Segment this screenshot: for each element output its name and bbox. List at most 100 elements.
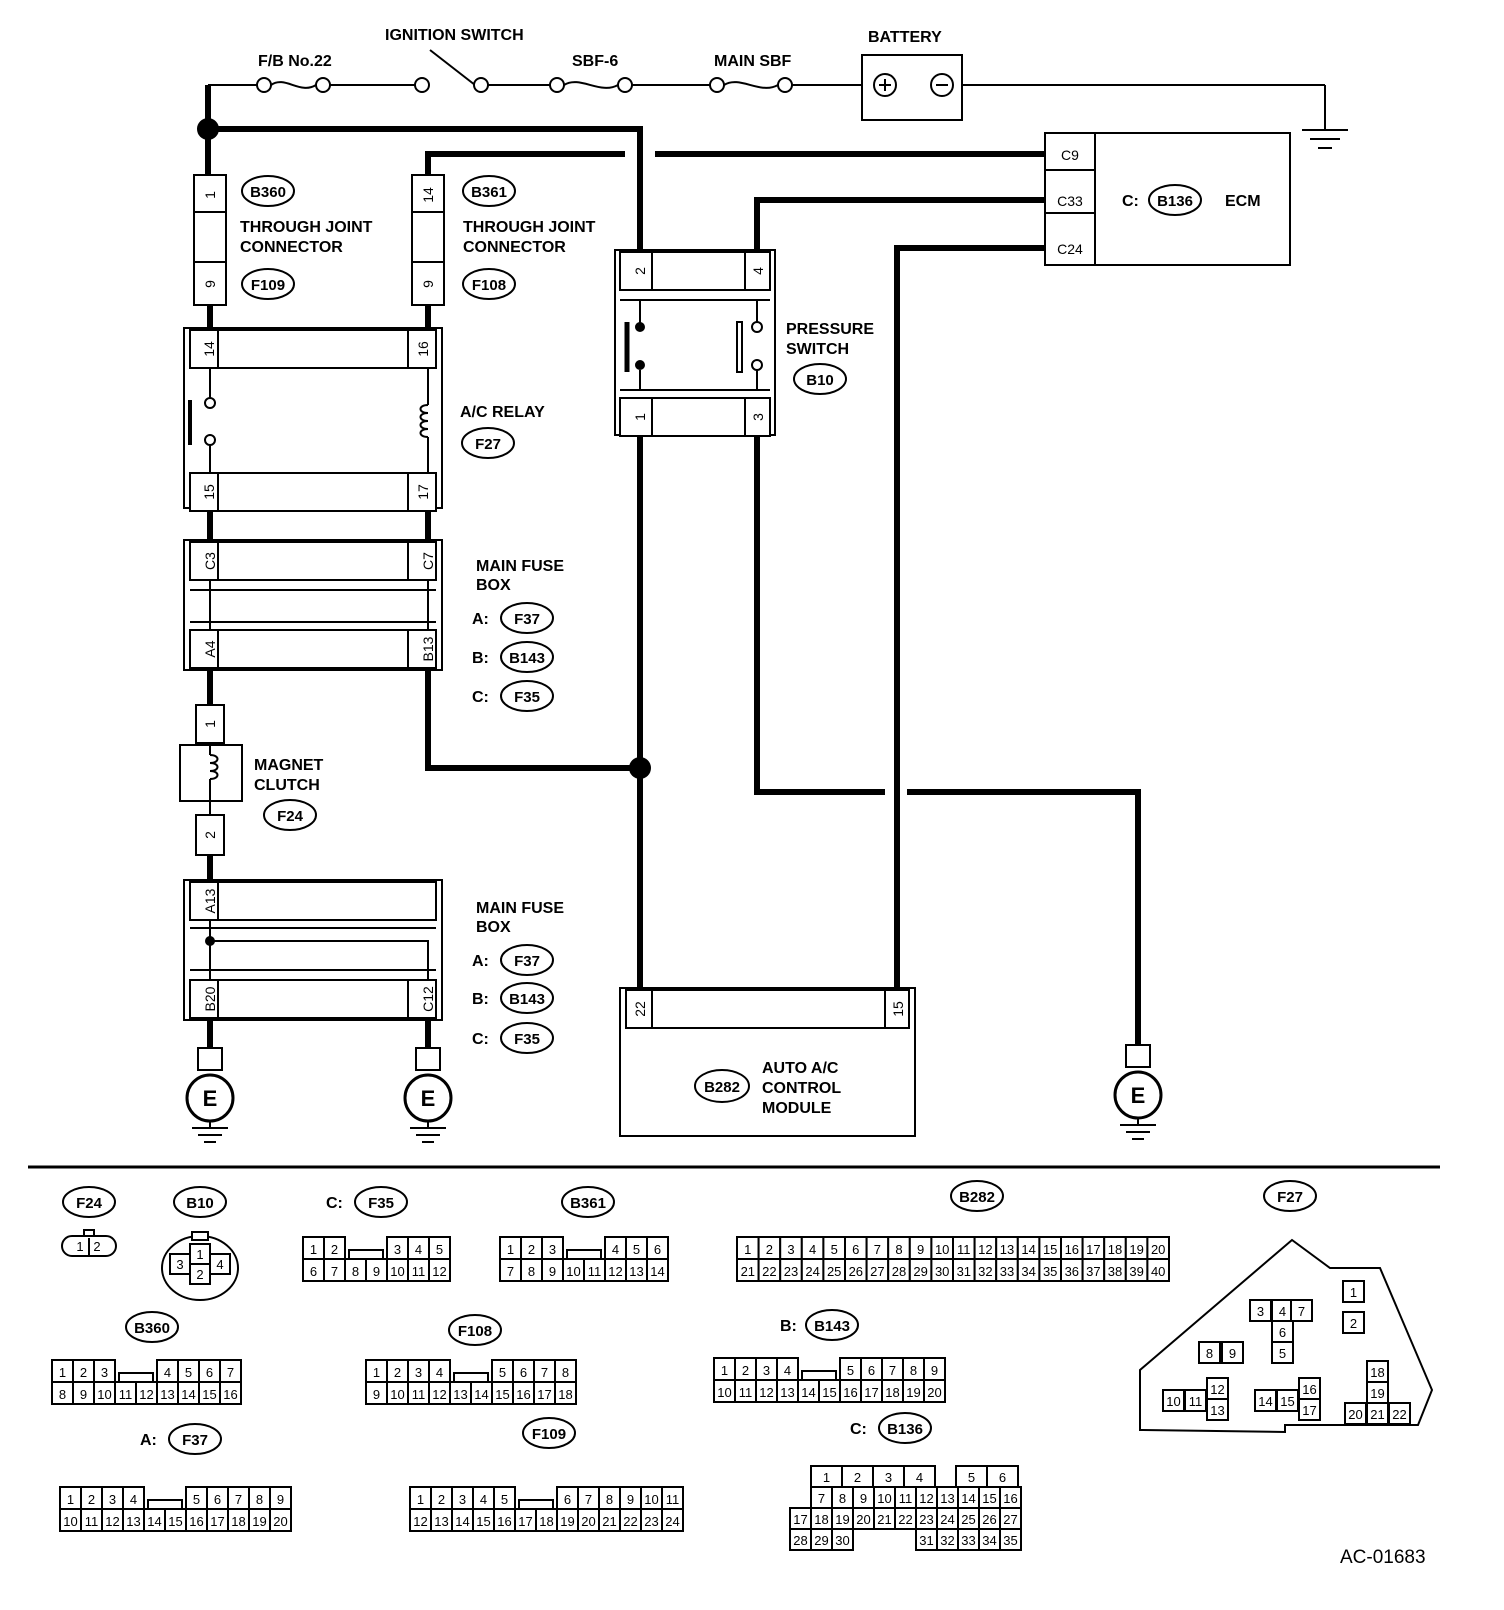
pin-number: 24 [805, 1264, 819, 1279]
pin-cell [219, 1381, 242, 1405]
ground-e-icon: E [403, 1047, 453, 1143]
svg-text:22: 22 [632, 1001, 648, 1017]
pin-cell [1342, 1311, 1365, 1334]
pin-number: 12 [139, 1387, 153, 1402]
pin-number: 23 [919, 1512, 933, 1527]
pin-number: 19 [835, 1512, 849, 1527]
svg-text:F35: F35 [514, 1031, 540, 1048]
pin-cell [923, 1379, 946, 1403]
pin-number: 15 [202, 1387, 216, 1402]
pin-number: 15 [168, 1514, 182, 1529]
pin-number: 9 [1229, 1346, 1236, 1361]
pin-number: 37 [1086, 1264, 1100, 1279]
svg-text:MAIN FUSE: MAIN FUSE [476, 558, 564, 575]
svg-text:1: 1 [202, 191, 218, 199]
ac-relay: 14 16 15 17 [183, 327, 443, 512]
pin-cell [269, 1508, 292, 1532]
connector-key [566, 1249, 602, 1260]
pin-number: 6 [564, 1492, 571, 1507]
pin-number: 4 [809, 1242, 816, 1257]
junction-dot [629, 757, 651, 779]
pin-number: 7 [818, 1491, 825, 1506]
pin-number: 13 [1000, 1242, 1014, 1257]
pin-number: 5 [193, 1492, 200, 1507]
pin-number: 2 [394, 1365, 401, 1380]
pin-number: 2 [80, 1365, 87, 1380]
svg-text:A:: A: [140, 1432, 157, 1449]
pin-number: 11 [119, 1387, 133, 1402]
pin-number: 2 [331, 1242, 338, 1257]
svg-text:C:: C: [472, 1031, 489, 1048]
pin-number: 22 [762, 1264, 776, 1279]
pin-number: 11 [666, 1492, 680, 1507]
svg-text:F109: F109 [532, 1426, 566, 1443]
svg-text:C3: C3 [202, 552, 218, 570]
pin-number: 3 [459, 1492, 466, 1507]
pin-number: 22 [623, 1514, 637, 1529]
pin-number: 11 [739, 1385, 753, 1400]
pin-number: 9 [549, 1264, 556, 1279]
pin-number: 4 [784, 1363, 791, 1378]
pin-number: 22 [1392, 1407, 1406, 1422]
pin-number: 26 [982, 1512, 996, 1527]
pin-cell [1146, 1258, 1171, 1282]
pin-number: 10 [935, 1242, 949, 1257]
pin-number: 13 [1210, 1403, 1224, 1418]
pin-number: 14 [961, 1491, 975, 1506]
svg-text:B10: B10 [806, 372, 834, 389]
through-joint-connector-right: 14 9 [411, 174, 445, 306]
pin-number: 23 [784, 1264, 798, 1279]
pin-number: 14 [147, 1514, 161, 1529]
pin-cell [646, 1258, 669, 1282]
pin-cell [428, 1258, 451, 1282]
pin-number: 8 [895, 1242, 902, 1257]
svg-text:15: 15 [201, 484, 217, 500]
svg-text:14: 14 [201, 341, 217, 357]
svg-text:9: 9 [420, 280, 436, 288]
ecm: C9 C33 C24 C: B136 ECM [1044, 132, 1291, 266]
pressure-switch: 2 4 1 3 [614, 249, 776, 437]
svg-text:A4: A4 [202, 640, 218, 657]
pin-number: 12 [432, 1264, 446, 1279]
pin-number: 33 [1000, 1264, 1014, 1279]
pin-number: 3 [885, 1470, 892, 1485]
pin-number: 16 [516, 1387, 530, 1402]
pin-number: 33 [961, 1533, 975, 1548]
pin-number: 16 [223, 1387, 237, 1402]
pin-number: 16 [189, 1514, 203, 1529]
svg-text:1: 1 [196, 1247, 203, 1262]
pin-number: 32 [978, 1264, 992, 1279]
pin-number: 9 [80, 1387, 87, 1402]
svg-text:B136: B136 [887, 1421, 923, 1438]
svg-text:B143: B143 [509, 991, 545, 1008]
pin-number: 1 [1350, 1285, 1357, 1300]
svg-text:15: 15 [890, 1001, 906, 1017]
pin-number: 7 [507, 1264, 514, 1279]
pin-number: 9 [860, 1491, 867, 1506]
pin-number: 22 [898, 1512, 912, 1527]
pin-number: 1 [373, 1365, 380, 1380]
diagram-code: AC-01683 [1340, 1547, 1426, 1568]
pin-number: 10 [1166, 1394, 1180, 1409]
pin-number: 19 [906, 1385, 920, 1400]
svg-text:3: 3 [176, 1257, 183, 1272]
svg-text:F35: F35 [514, 689, 540, 706]
svg-text:A:: A: [472, 611, 489, 628]
svg-text:CONNECTOR: CONNECTOR [240, 239, 343, 256]
svg-text:3: 3 [750, 413, 766, 421]
pin-number: 27 [870, 1264, 884, 1279]
svg-text:A/C RELAY: A/C RELAY [460, 404, 545, 421]
pin-cell [661, 1508, 684, 1532]
pin-number: 8 [562, 1365, 569, 1380]
svg-text:C9: C9 [1061, 147, 1079, 163]
pin-number: 4 [164, 1365, 171, 1380]
svg-text:B143: B143 [814, 1318, 850, 1335]
pin-number: 29 [913, 1264, 927, 1279]
pin-number: 4 [436, 1365, 443, 1380]
pin-number: 10 [717, 1385, 731, 1400]
pin-number: 13 [126, 1514, 140, 1529]
pin-cell [1206, 1398, 1229, 1421]
pin-number: 21 [1370, 1407, 1384, 1422]
pin-number: 3 [109, 1492, 116, 1507]
pin-number: 5 [633, 1242, 640, 1257]
